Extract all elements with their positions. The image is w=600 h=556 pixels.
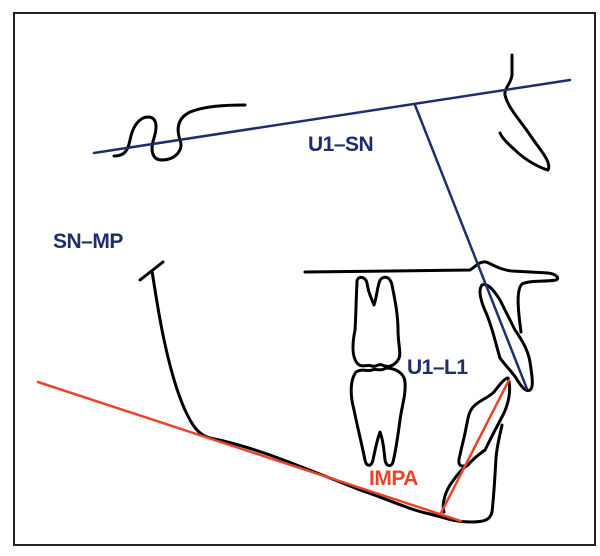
upper-molar-outline — [351, 275, 402, 368]
sn-line — [92, 78, 572, 155]
upper-incisor-outline — [478, 282, 534, 392]
frame-border — [13, 12, 596, 546]
palatal-outline — [303, 260, 560, 334]
lower-molar-outline — [349, 366, 407, 468]
mandible-outline — [138, 260, 504, 524]
u1-l1-label: U1–L1 — [407, 356, 468, 379]
l1-axis-line — [439, 378, 511, 515]
u1-sn-label: U1–SN — [308, 133, 374, 156]
sn-mp-label: SN–MP — [53, 230, 123, 253]
mandibular-plane-line — [36, 380, 463, 523]
impa-label: IMPA — [369, 467, 418, 490]
u1-axis-line — [413, 103, 529, 391]
nasion-outline — [498, 53, 551, 172]
sella-turcica-outline — [112, 103, 247, 162]
lower-incisor-outline — [457, 376, 512, 468]
